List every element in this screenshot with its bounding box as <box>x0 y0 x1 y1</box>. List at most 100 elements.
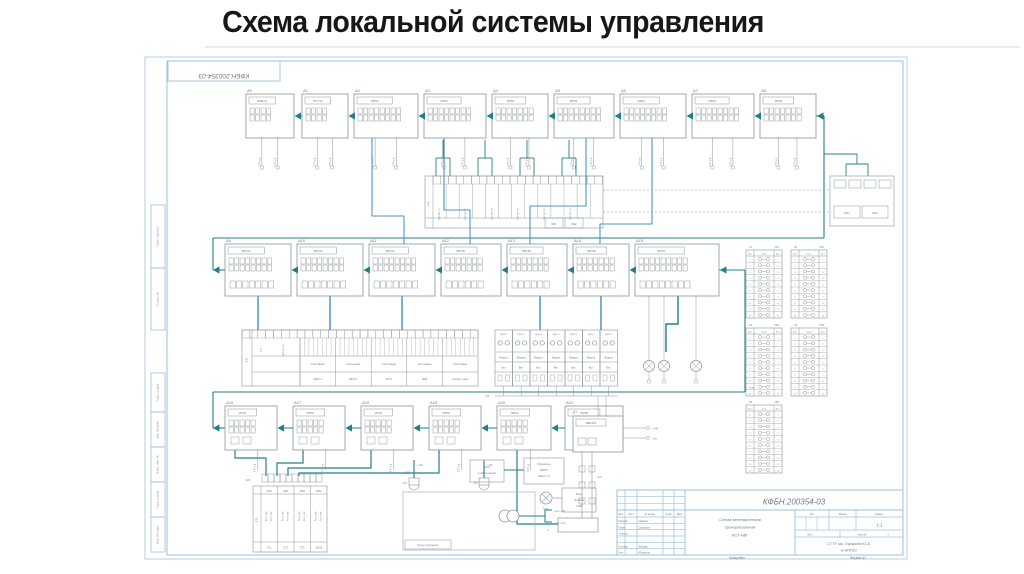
terminal-cell <box>389 264 394 272</box>
terminal-cell <box>477 280 484 289</box>
terminal-cell <box>769 114 774 122</box>
terminal-cell <box>785 114 791 122</box>
device-block <box>353 93 419 139</box>
out-label: цепь +КВ <box>554 509 565 513</box>
terminal-cell <box>228 264 234 272</box>
label: 1 <box>749 338 751 340</box>
shape <box>544 516 552 523</box>
terminal-cell <box>660 257 666 265</box>
box <box>602 374 608 382</box>
terminal-cell <box>521 257 527 265</box>
box <box>610 374 615 382</box>
terminal-cell <box>460 114 466 122</box>
terminal-cell <box>383 257 389 265</box>
label: Вкл. <box>519 367 524 370</box>
arrow-left-icon <box>548 112 555 120</box>
wire-label: ХТ4 у-р <box>638 157 641 166</box>
box <box>522 374 528 382</box>
terminal-cell <box>629 114 634 122</box>
terminal-cell <box>638 257 644 265</box>
wire <box>691 361 701 371</box>
margin-box <box>150 516 166 553</box>
device-sublabel: МР03 <box>637 99 645 103</box>
wire-label: ХТ4 у-р <box>458 463 461 472</box>
terminal-cell <box>609 264 615 272</box>
terminal-cell <box>449 114 455 122</box>
label: Конт <box>776 408 780 410</box>
format-label: Формат А2 <box>850 556 866 560</box>
terminal-cell <box>449 426 454 434</box>
device-id: А7 <box>692 88 699 93</box>
device-id: А21 <box>565 400 573 405</box>
device-sublabel-box <box>295 408 325 417</box>
terminal-cell <box>785 107 791 115</box>
terminal-cell <box>378 257 383 265</box>
label: 10 <box>777 393 780 395</box>
terminal-cell <box>322 114 327 122</box>
label: 7 <box>777 375 779 377</box>
terminal-cell <box>506 426 511 434</box>
terminal-cell <box>464 280 471 289</box>
label: 1 <box>777 338 779 340</box>
label: ХТ1 <box>261 347 263 352</box>
t3-table <box>252 485 328 553</box>
label: 1 <box>777 260 779 262</box>
wire-label: ХТ4 у-р <box>274 157 277 166</box>
box <box>557 374 563 382</box>
label: 2 <box>749 421 751 423</box>
terminal-cell <box>695 114 701 122</box>
label: 4 <box>749 356 751 358</box>
label: Конт <box>793 331 797 333</box>
device-id: А3 <box>424 88 431 93</box>
label: Конт <box>748 331 752 333</box>
label: 2 <box>777 421 779 423</box>
label: 6 <box>777 369 779 371</box>
device-sublabel: МР03 <box>775 99 783 103</box>
sig-role: Пров. <box>619 525 626 529</box>
label: 9 <box>777 387 779 389</box>
sig-header: № докум. <box>645 513 656 516</box>
connector-symbol <box>478 484 490 491</box>
terminal-cell <box>245 264 250 272</box>
terminal-cell <box>307 426 313 434</box>
title-block-doc-number: КФБН.200354-03 <box>763 498 826 507</box>
margin-label: Справ. № <box>156 291 160 305</box>
terminal-cell <box>333 280 340 289</box>
label: 6 <box>794 369 796 371</box>
terminal-cell <box>477 264 483 272</box>
box2 <box>523 457 565 485</box>
label: 6 <box>794 291 796 293</box>
device-sublabel: ИП-Т12 <box>313 99 323 103</box>
terminal-cell <box>383 264 389 272</box>
terminal-cell <box>717 107 723 115</box>
label: 8 <box>777 303 779 305</box>
label: 4 <box>749 433 751 435</box>
label: Вкл. <box>501 367 506 370</box>
terminal-cell <box>495 114 501 122</box>
label: Масшт. <box>875 513 884 516</box>
label: 1 <box>887 532 889 536</box>
terminal-cell <box>450 264 455 272</box>
label: МК1 <box>844 211 850 215</box>
drawing-title: Схема электрическая <box>719 517 761 522</box>
arrow-left-icon <box>348 112 355 120</box>
arrow-left-icon <box>501 266 508 274</box>
label: стабилизации <box>478 471 497 475</box>
label: ХТ2 <box>255 517 259 522</box>
label: 7 <box>749 375 751 377</box>
wire-label: ХТ4 у-р <box>254 463 257 472</box>
terminal-cell <box>734 114 739 122</box>
terminal-cell <box>373 280 380 289</box>
device-id: А4 <box>492 88 499 93</box>
box <box>470 329 479 339</box>
label: 3 <box>794 272 796 274</box>
label: 9 <box>749 309 751 311</box>
terminal-cell <box>432 419 438 427</box>
terminal-cell <box>267 257 272 265</box>
terminal-cell <box>677 264 682 272</box>
terminal-cell <box>780 107 785 115</box>
sig-name: Наумов <box>639 519 649 523</box>
terminal-cell <box>596 114 601 122</box>
label: 4 <box>794 278 796 280</box>
